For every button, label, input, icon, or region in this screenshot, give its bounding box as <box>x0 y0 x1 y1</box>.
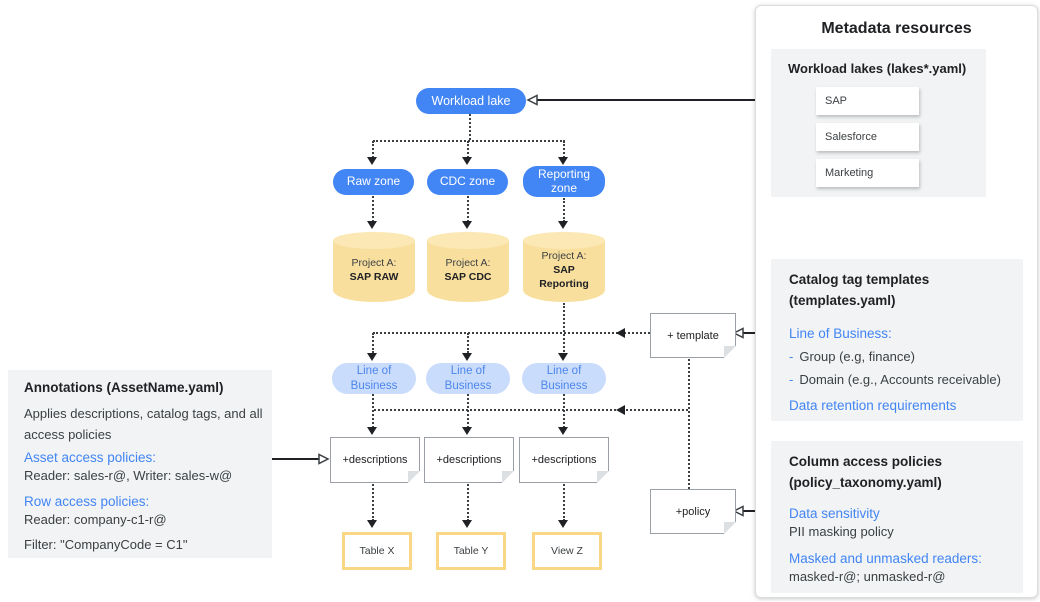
connector-to-reporting-zone <box>563 141 565 158</box>
lake-item-sap: SAP <box>816 87 919 115</box>
output-table-x: Table X <box>342 532 412 570</box>
open-arrowhead-left-icon <box>732 505 744 517</box>
descriptions-note: +descriptions <box>519 437 609 483</box>
arrowhead-down-icon <box>558 353 568 361</box>
project-cylinder-sap-raw: Project A: SAP RAW <box>333 232 415 302</box>
project-cylinder-sap-cdc: Project A: SAP CDC <box>427 232 509 302</box>
lob-bullet-group: - Group (e.g, finance) <box>789 349 915 366</box>
connector-to-raw-zone <box>372 141 374 158</box>
connector-reportingzone-cylinder <box>563 198 565 222</box>
lob-bullet-text: Group (e.g, finance) <box>799 349 915 364</box>
lob-heading: Line of Business: <box>789 326 892 341</box>
connector-template-policy <box>688 356 690 489</box>
project-name: SAP RAW <box>349 271 399 283</box>
connector-to-lob-1 <box>372 333 374 353</box>
connector-zone-split <box>373 140 565 142</box>
connector-descriptions3-table <box>563 481 565 521</box>
arrowhead-down-icon <box>558 427 568 435</box>
lob-tag-node: Line of Business <box>426 363 510 394</box>
connector-template-line <box>373 332 650 334</box>
open-arrowhead-left-icon <box>732 327 744 339</box>
catalog-templates-heading: Catalog tag templates (templates.yaml) <box>789 272 930 308</box>
annotations-description: Applies descriptions, catalog tags, and … <box>24 406 263 442</box>
connector-lake-down <box>469 114 471 140</box>
zone-node-cdc: CDC zone <box>427 169 508 195</box>
descriptions-note: +descriptions <box>330 437 420 483</box>
masked-readers-value: masked-r@; unmasked-r@ <box>789 569 946 584</box>
project-name: SAP CDC <box>444 271 492 283</box>
data-retention-heading: Data retention requirements <box>789 398 957 413</box>
filter-value: Filter: "CompanyCode = C1" <box>24 537 188 552</box>
row-access-value: Reader: company-c1-r@ <box>24 512 167 527</box>
lob-tag-node: Line of Business <box>332 363 416 394</box>
row-access-heading: Row access policies: <box>24 494 150 509</box>
zone-node-raw: Raw zone <box>333 169 414 195</box>
connector-annotation-line <box>374 409 688 411</box>
connector-lob1-descriptions <box>372 394 374 428</box>
project-cylinder-sap-reporting: Project A: SAP Reporting <box>523 232 605 302</box>
open-arrowhead-left-icon <box>526 94 538 106</box>
catalog-templates-section: Catalog tag templates (templates.yaml) L… <box>771 259 1023 421</box>
project-prefix: Project A: <box>541 250 587 263</box>
connector-descriptions1-table <box>372 481 374 521</box>
asset-access-heading: Asset access policies: <box>24 450 157 465</box>
asset-access-value: Reader: sales-r@, Writer: sales-w@ <box>24 468 233 483</box>
connector-sap-to-lake <box>534 99 814 101</box>
lob-bullet-domain: - Domain (e.g., Accounts receivable) <box>789 372 1001 389</box>
project-prefix: Project A: <box>351 257 397 270</box>
template-note: + template <box>650 313 736 358</box>
bullet-dash: - <box>789 372 794 387</box>
arrowhead-down-icon <box>558 221 568 229</box>
output-table-y: Table Y <box>436 532 506 570</box>
column-policies-section: Column access policies (policy_taxonomy.… <box>771 441 1023 593</box>
arrowhead-down-icon <box>367 157 377 165</box>
connector-lob2-descriptions <box>467 394 469 428</box>
arrowhead-down-icon <box>367 520 377 528</box>
connector-annotations-to-descriptions <box>271 458 319 460</box>
metadata-resources-panel: Metadata resources Workload lakes (lakes… <box>755 5 1038 598</box>
project-prefix: Project A: <box>445 257 491 270</box>
lob-tag-node: Line of Business <box>522 363 606 394</box>
workload-lakes-heading: Workload lakes (lakes*.yaml) <box>788 61 967 76</box>
column-policies-heading: Column access policies (policy_taxonomy.… <box>789 454 943 490</box>
connector-to-lob-2 <box>467 333 469 353</box>
arrowhead-down-icon <box>558 157 568 165</box>
connector-cdczone-cylinder <box>467 196 469 222</box>
arrowhead-left-icon <box>616 405 625 415</box>
arrowhead-left-icon <box>616 328 625 338</box>
lob-bullet-text: Domain (e.g., Accounts receivable) <box>799 372 1001 387</box>
lake-item-salesforce: Salesforce <box>816 123 919 151</box>
data-sensitivity-value: PII masking policy <box>789 524 894 539</box>
descriptions-note: +descriptions <box>424 437 514 483</box>
policy-note: +policy <box>650 489 736 534</box>
masked-readers-heading: Masked and unmasked readers: <box>789 551 982 566</box>
connector-reporting-cylinder-down <box>563 303 565 355</box>
connector-to-cdc-zone <box>467 141 469 158</box>
annotations-title: Annotations (AssetName.yaml) <box>24 380 224 395</box>
arrowhead-down-icon <box>558 520 568 528</box>
arrowhead-down-icon <box>367 221 377 229</box>
workload-lakes-section: Workload lakes (lakes*.yaml) SAP Salesfo… <box>771 49 986 197</box>
arrowhead-down-icon <box>462 520 472 528</box>
connector-descriptions2-table <box>467 481 469 521</box>
connector-lob3-descriptions <box>563 394 565 428</box>
zone-node-reporting: Reporting zone <box>523 166 605 197</box>
annotations-panel: Annotations (AssetName.yaml) Applies des… <box>8 370 272 558</box>
connector-rawzone-cylinder <box>372 196 374 222</box>
project-name: SAP Reporting <box>539 264 589 290</box>
arrowhead-down-icon <box>367 353 377 361</box>
arrowhead-down-icon <box>462 353 472 361</box>
output-view-z: View Z <box>532 532 602 570</box>
workload-lake-node: Workload lake <box>416 88 526 114</box>
arrowhead-down-icon <box>367 427 377 435</box>
open-arrowhead-right-icon <box>318 453 330 465</box>
arrowhead-down-icon <box>462 221 472 229</box>
arrowhead-down-icon <box>462 157 472 165</box>
data-sensitivity-heading: Data sensitivity <box>789 506 880 521</box>
metadata-panel-title: Metadata resources <box>821 20 972 37</box>
bullet-dash: - <box>789 349 794 364</box>
arrowhead-down-icon <box>462 427 472 435</box>
lake-item-marketing: Marketing <box>816 159 919 187</box>
